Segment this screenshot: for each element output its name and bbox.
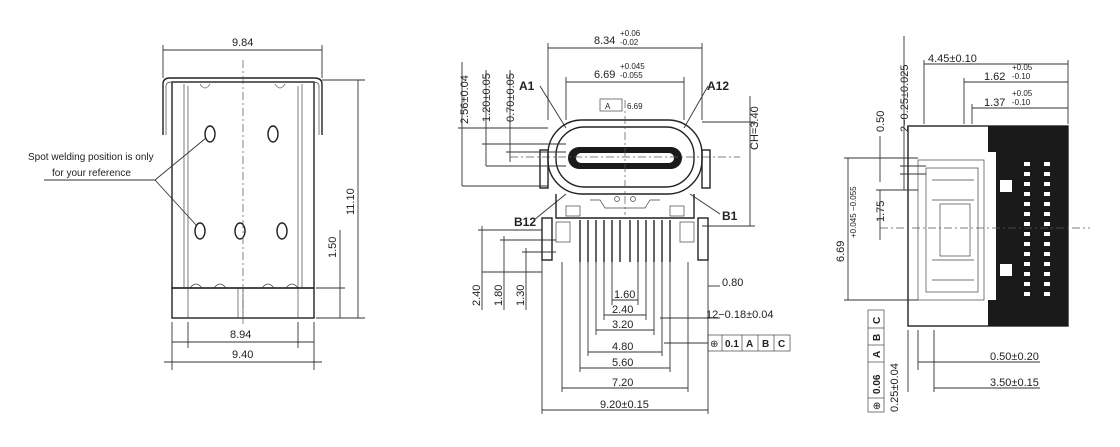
dim-0-50-bottom: 0.50±0.20 xyxy=(990,351,1039,363)
tol-dn: -0.10 xyxy=(1012,72,1031,81)
front-view: 8.34 +0.06 -0.02 6.69 +0.045 -0.055 A 6.… xyxy=(458,29,791,414)
left-view: 9.84 Spot welding position is only xyxy=(28,37,365,370)
dim-1-37: 1.37 xyxy=(984,97,1005,109)
side-fcf: ⊕ 0.06 A B C xyxy=(867,309,885,413)
base-housing xyxy=(555,194,695,219)
dim-3-20: 3.20 xyxy=(612,319,633,331)
dim-12-pins: 12−0.18±0.04 xyxy=(706,309,774,321)
dim-0-50: 0.50 xyxy=(875,111,887,132)
dim-2-56: 2.56±0.04 xyxy=(459,75,471,124)
fcf-b: B xyxy=(872,334,883,341)
tol-up: +0.06 xyxy=(620,29,641,38)
weld-hole xyxy=(276,222,288,240)
fcf-a: A xyxy=(746,339,753,350)
tol-up: +0.05 xyxy=(1012,63,1033,72)
dim-1-60: 1.60 xyxy=(614,289,635,301)
dim-inner-width: 6.69 xyxy=(594,69,615,81)
dim-7-20: 7.20 xyxy=(612,377,633,389)
position-symbol-icon: ⊕ xyxy=(872,402,883,410)
fcf-tol: 0.06 xyxy=(872,374,883,394)
datum-a-value: 6.69 xyxy=(627,102,643,111)
fcf-b: B xyxy=(762,339,769,350)
dim-3-50: 3.50±0.15 xyxy=(990,377,1039,389)
dim-1-80: 1.80 xyxy=(493,285,505,306)
tol-dn: -0.10 xyxy=(1012,98,1031,107)
dim-height: 11.10 xyxy=(345,188,357,215)
fcf-tol: 0.1 xyxy=(725,339,739,350)
dim-1-30: 1.30 xyxy=(515,285,527,306)
dim-pin-height: 1.50 xyxy=(327,237,339,258)
dim-0-70: 0.70±0.05 xyxy=(505,73,517,122)
position-symbol-icon: ⊕ xyxy=(710,339,718,350)
dim-1-20: 1.20±0.05 xyxy=(481,73,493,122)
pin-a12-label: A12 xyxy=(707,79,729,93)
dim-width-top: 9.84 xyxy=(232,37,253,49)
dim-top-width: 8.34 xyxy=(594,35,615,47)
pin-a1-label: A1 xyxy=(519,79,535,93)
weld-hole xyxy=(234,222,246,240)
weld-hole xyxy=(194,222,206,240)
left-top-flange xyxy=(162,77,323,135)
dim-0-25: 0.25±0.04 xyxy=(889,363,901,412)
dim-4-80: 4.80 xyxy=(612,341,633,353)
dim-1-75: 1.75 xyxy=(875,201,887,222)
dim-0-80: 0.80 xyxy=(722,277,743,289)
dim-1-62: 1.62 xyxy=(984,71,1005,83)
datum-a: A xyxy=(605,102,611,111)
fcf-a: A xyxy=(872,351,883,358)
weld-note-line2: for your reference xyxy=(52,168,131,179)
dim-width-inner: 8.94 xyxy=(230,329,251,341)
dim-4-45: 4.45±0.10 xyxy=(928,53,977,65)
dim-2-40: 2.40 xyxy=(612,304,633,316)
fcf-c: C xyxy=(872,317,883,324)
tol-dn: -0.02 xyxy=(620,38,639,47)
tol-up: +0.05 xyxy=(1012,89,1033,98)
weld-note-line1: Spot welding position is only xyxy=(28,152,154,163)
weld-hole xyxy=(267,125,279,143)
tol: +0.045 −0.055 xyxy=(849,186,858,238)
pin-b12-label: B12 xyxy=(514,215,536,229)
dim-6-69: 6.69 xyxy=(835,241,847,262)
tol-up: +0.045 xyxy=(620,62,645,71)
dim-5-60: 5.60 xyxy=(612,357,633,369)
dim-2-40-vertical: 2.40 xyxy=(471,285,483,306)
weld-hole xyxy=(204,125,216,143)
fcf-c: C xyxy=(778,339,785,350)
tol-dn: -0.055 xyxy=(620,71,643,80)
pin-b1-label: B1 xyxy=(722,209,738,223)
dim-2-0-25: 2−0.25±0.025 xyxy=(899,64,911,132)
front-fcf: ⊕ 0.1 A B C xyxy=(707,334,791,352)
dim-width-outer: 9.40 xyxy=(232,349,253,361)
pins xyxy=(579,220,671,262)
side-view: 4.45±0.10 1.62 +0.05 -0.10 1.37 +0.05 -0… xyxy=(835,36,1090,413)
dim-ch: CH=3.40 xyxy=(749,106,761,150)
dim-9-20: 9.20±0.15 xyxy=(600,399,649,411)
